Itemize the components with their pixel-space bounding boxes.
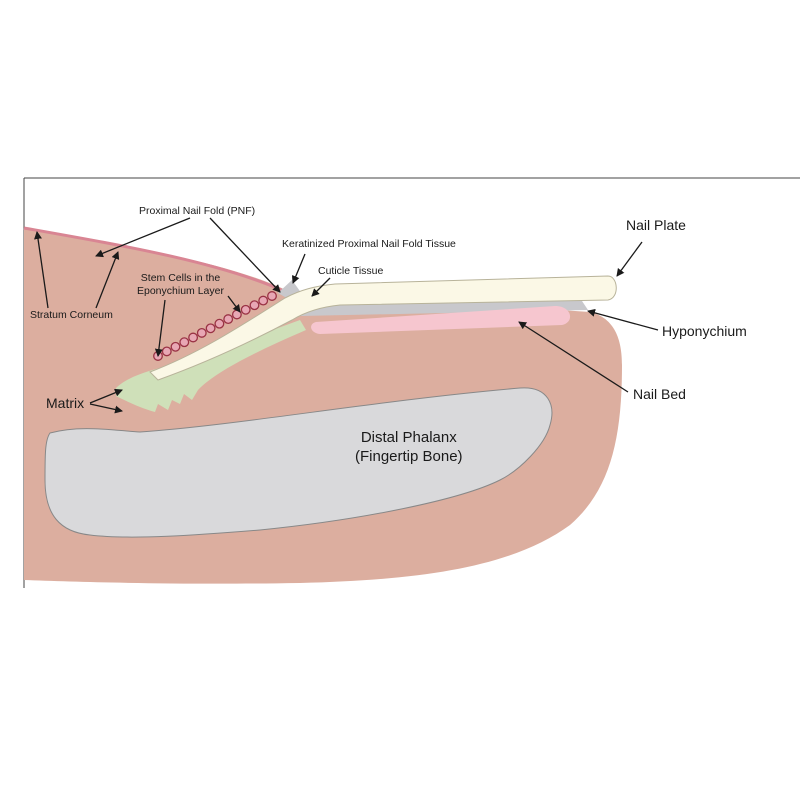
leader-cuticle [311,277,331,297]
leader-matrix-2 [89,403,123,414]
nail-plate [149,275,617,381]
leader-lines [34,217,659,414]
label-matrix: Matrix [46,395,85,411]
leader-hyponychium [587,308,659,331]
stem-cell [205,323,216,334]
stem-cell [258,295,269,306]
stem-cell [223,314,234,325]
leader-keratinized [291,253,306,284]
stem-cell [249,300,260,311]
label-stratum-corneum: Stratum Corneum [30,309,113,321]
label-cuticle-tissue: Cuticle Tissue [318,265,384,277]
stem-cell [188,332,199,343]
label-stem-cells-line2: Eponychium Layer [137,285,224,297]
label-stem-cells-line1: Stem Cells in the [140,272,221,284]
label-keratinized-pnf-tissue: Keratinized Proximal Nail Fold Tissue [282,238,456,250]
nail-bed [311,306,571,334]
stratum-corneum-layer [23,226,287,294]
stem-cell [170,341,181,352]
label-distal-phalanx-line2: (Fingertip Bone) [355,448,463,465]
label-distal-phalanx-line1: Distal Phalanx [360,429,457,446]
leader-nail-bed [518,321,629,393]
leader-matrix-1 [89,388,123,404]
stem-cell [161,346,172,357]
label-nail-bed: Nail Bed [633,386,686,402]
leader-stem-1 [154,299,166,357]
label-nail-plate: Nail Plate [626,217,686,233]
leader-pnf-2 [209,217,281,293]
label-stem-cells: Stem Cells in the Eponychium Layer [137,272,224,298]
leader-pnf-1 [95,217,191,258]
leader-stratum-1 [34,231,49,309]
distal-phalanx-bone [44,387,553,538]
label-distal-phalanx: Distal Phalanx (Fingertip Bone) [355,428,463,466]
stem-cell [240,304,251,315]
leader-nail-plate [616,241,643,277]
stem-cell [214,318,225,329]
stem-cell [196,327,207,338]
label-hyponychium: Hyponychium [662,323,747,339]
leader-stratum-2 [95,251,120,309]
leader-stem-2 [227,295,241,313]
stem-cell [267,291,277,301]
label-proximal-nail-fold: Proximal Nail Fold (PNF) [139,205,256,217]
stem-cell [179,337,190,348]
matrix [116,320,306,412]
